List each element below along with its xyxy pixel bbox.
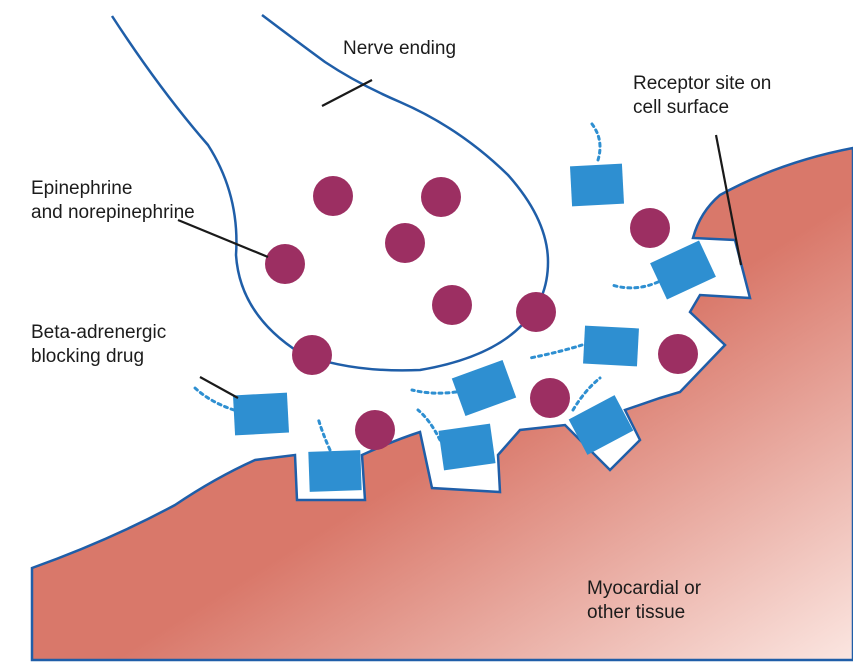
neurotransmitter-dot [421,177,461,217]
neurotransmitter-dot [432,285,472,325]
blocker-square [583,326,639,367]
neurotransmitter-dot [292,335,332,375]
neurotransmitter-dot [313,176,353,216]
label-tissue-line2: other tissue [587,602,685,624]
tissue-region [32,148,853,660]
blocker-tail [592,124,600,160]
blocker-tail [530,345,582,358]
blocker-square [233,393,289,436]
label-blocker-line1: Beta-adrenergic [31,322,166,344]
label-blocker-line2: blocking drug [31,346,144,368]
blocker-square [452,360,516,416]
neurotransmitter-dot [355,410,395,450]
label-nerve-ending: Nerve ending [343,38,456,60]
blocker-tail [318,418,330,450]
label-neurotransmitter-line2: and norepinephrine [31,202,195,224]
neurotransmitter-dot [516,292,556,332]
neurotransmitter-dot [265,244,305,284]
blocker-tail [412,390,456,393]
leader-line-blocker [200,377,238,398]
blocker-tail [612,282,658,288]
label-tissue-line1: Myocardial or [587,578,701,600]
blocker-square [438,424,495,471]
leader-line-nerve [322,80,372,106]
leader-line-neurotransmitter [178,220,268,257]
neurotransmitter-dot [658,334,698,374]
label-neurotransmitter-line1: Epinephrine [31,178,132,200]
neurotransmitter-dot [385,223,425,263]
neurotransmitter-dot [630,208,670,248]
neurotransmitter-dot [530,378,570,418]
blocker-square [650,240,716,299]
blocker-square [570,164,624,207]
blocker-square [308,450,361,492]
label-receptor-site-line1: Receptor site on [633,73,771,95]
label-receptor-site-line2: cell surface [633,97,729,119]
